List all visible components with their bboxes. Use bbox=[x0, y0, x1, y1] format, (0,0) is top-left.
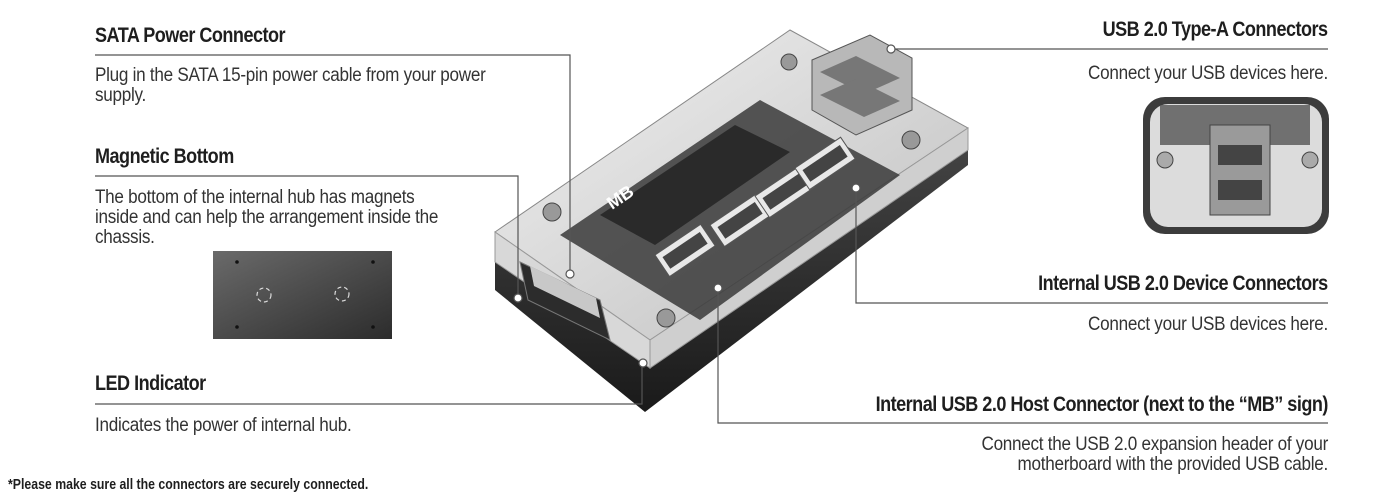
usb-type-a-stack bbox=[811, 34, 913, 136]
magnetic-bottom-plate bbox=[213, 251, 392, 339]
internal-host-title: Internal USB 2.0 Host Connector (next to… bbox=[875, 393, 1329, 416]
sata-connector bbox=[519, 261, 611, 341]
usb-connector-closeup bbox=[1143, 97, 1329, 234]
internal-usb-headers bbox=[654, 136, 856, 278]
magnetic-title: Magnetic Bottom bbox=[95, 145, 234, 168]
usb-type-a-desc: Connect your USB devices here. bbox=[1088, 63, 1328, 84]
screws bbox=[542, 53, 921, 328]
internal-host-desc: Connect the USB 2.0 expansion header of … bbox=[981, 434, 1328, 475]
magnetic-desc: The bottom of the internal hub has magne… bbox=[95, 187, 439, 248]
footnote: *Please make sure all the connectors are… bbox=[8, 476, 369, 493]
sata-desc: Plug in the SATA 15-pin power cable from… bbox=[95, 65, 486, 106]
internal-device-desc: Connect your USB devices here. bbox=[1088, 314, 1328, 335]
usb-type-a-title: USB 2.0 Type-A Connectors bbox=[1103, 18, 1328, 41]
sata-title: SATA Power Connector bbox=[95, 24, 286, 47]
led-title: LED Indicator bbox=[95, 372, 206, 395]
internal-device-title: Internal USB 2.0 Device Connectors bbox=[1038, 272, 1328, 295]
led-desc: Indicates the power of internal hub. bbox=[95, 415, 352, 436]
callout-lines bbox=[95, 44, 1328, 424]
